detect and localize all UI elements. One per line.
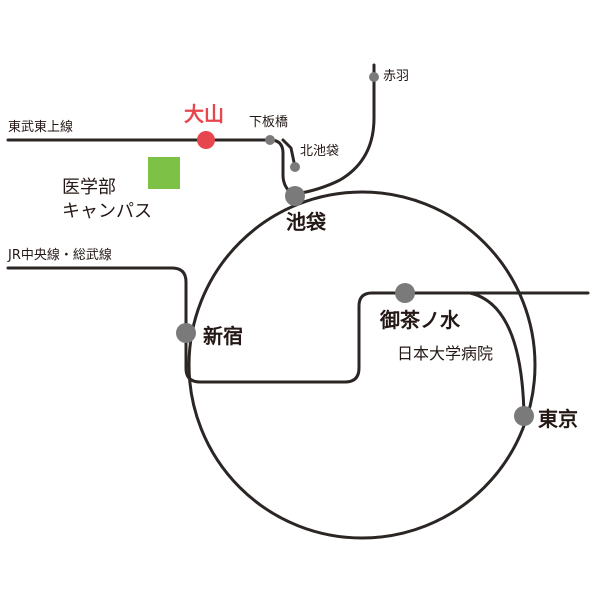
station-marker-tokyo[interactable]	[514, 406, 534, 426]
station-marker-oyama[interactable]	[197, 131, 215, 149]
station-label-oyama: 大山	[184, 102, 224, 126]
chuo-sobu-line-label: JR中央線・総武線	[8, 248, 112, 263]
kitaikebukuro-branch	[281, 138, 297, 169]
yamanote-loop	[187, 190, 537, 540]
station-marker-ikebukuro[interactable]	[285, 186, 305, 206]
station-marker-ochanomizu[interactable]	[395, 283, 415, 303]
station-label-shimoitabashi: 下板橋	[249, 115, 289, 130]
station-label-ikebukuro: 池袋	[286, 210, 326, 234]
station-label-shinjuku: 新宿	[203, 324, 243, 348]
campus-label-line1: 医学部	[62, 177, 116, 198]
campus-label: 医学部 キャンパス	[62, 176, 152, 224]
station-marker-kitaikebukuro[interactable]	[290, 162, 300, 172]
station-marker-shimoitabashi[interactable]	[265, 135, 275, 145]
station-marker-shinjuku[interactable]	[176, 323, 196, 343]
hospital-label: 日本大学病院	[397, 344, 494, 363]
station-marker-akabane[interactable]	[369, 72, 379, 82]
tobu-tojo-line-label: 東武東上線	[8, 120, 74, 135]
campus-label-line2: キャンパス	[62, 201, 152, 222]
saikyo-line	[294, 63, 376, 196]
station-label-akabane: 赤羽	[383, 69, 410, 84]
station-label-kitaikebukuro: 北池袋	[300, 144, 340, 159]
station-label-ochanomizu: 御茶ノ水	[380, 308, 460, 332]
ochanomizu-tokyo-line	[403, 291, 526, 418]
chuo-sobu-line	[6, 266, 590, 384]
station-label-tokyo: 東京	[538, 407, 578, 431]
campus-marker	[148, 157, 180, 189]
